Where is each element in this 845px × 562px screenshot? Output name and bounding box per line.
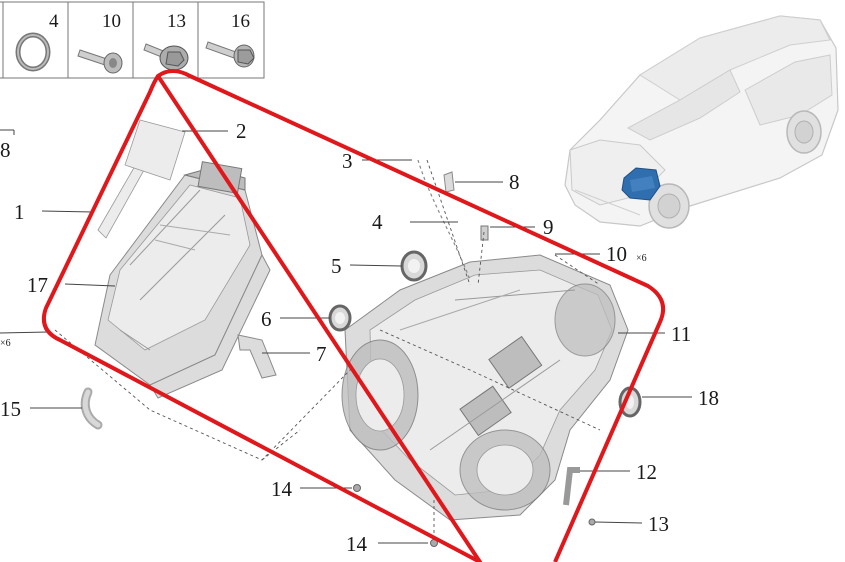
flange-bolt-icon bbox=[143, 43, 189, 71]
callout-15: 15 bbox=[0, 397, 21, 421]
callout-4: 4 bbox=[372, 210, 383, 234]
callout-14-upper: 14 bbox=[271, 477, 293, 501]
callout-2: 2 bbox=[236, 119, 247, 143]
o-ring-icon bbox=[15, 32, 51, 72]
parts-table: 4 10 13 16 bbox=[0, 1, 265, 79]
seal-5 bbox=[400, 250, 428, 282]
callout-17: 17 bbox=[27, 273, 48, 297]
vehicle-location-thumbnail bbox=[564, 15, 839, 229]
seal-18 bbox=[618, 386, 642, 418]
callout-8: 8 bbox=[509, 170, 520, 194]
pipe-12 bbox=[563, 467, 580, 506]
callout-14-lower: 14 bbox=[346, 532, 368, 556]
callout-3: 3 bbox=[342, 149, 353, 173]
parts-table-cell-10: 10 bbox=[77, 11, 123, 74]
parts-table-cell-4: 4 bbox=[15, 11, 59, 72]
callout-left-quantity: ×6 bbox=[0, 338, 11, 349]
inverter-assembly bbox=[80, 119, 277, 430]
callout-13: 13 bbox=[648, 512, 669, 536]
parts-table-number: 13 bbox=[167, 11, 186, 32]
callout-9: 9 bbox=[543, 215, 554, 239]
callout-7: 7 bbox=[316, 342, 327, 366]
callout-12: 12 bbox=[636, 460, 657, 484]
bolt-14-upper bbox=[353, 484, 361, 492]
callout-10: 10 bbox=[606, 242, 627, 266]
bolt-icon bbox=[77, 49, 123, 74]
callout-5: 5 bbox=[331, 254, 342, 278]
seal-6 bbox=[328, 304, 352, 332]
callout-1: 1 bbox=[14, 200, 25, 224]
callout-10-quantity: ×6 bbox=[636, 253, 647, 264]
parts-table-number: 4 bbox=[49, 11, 59, 32]
bolt-13-small bbox=[588, 518, 596, 526]
parts-table-cell-13: 13 bbox=[143, 11, 189, 71]
parts-table-number: 16 bbox=[231, 11, 250, 32]
callout-18: 18 bbox=[698, 386, 719, 410]
callout-11: 11 bbox=[671, 322, 691, 346]
callout-6: 6 bbox=[261, 307, 272, 331]
highlight-outline bbox=[41, 69, 665, 562]
bolt-icon bbox=[205, 41, 255, 68]
callout-labels: 8 1 2 3 4 5 6 7 8 9 10 ×6 11 12 13 14 14… bbox=[0, 119, 719, 556]
callout-8-left: 8 bbox=[0, 138, 11, 162]
drive-unit-housing bbox=[341, 159, 629, 521]
parts-table-number: 10 bbox=[102, 11, 121, 32]
parts-table-cell-16: 16 bbox=[205, 11, 255, 68]
